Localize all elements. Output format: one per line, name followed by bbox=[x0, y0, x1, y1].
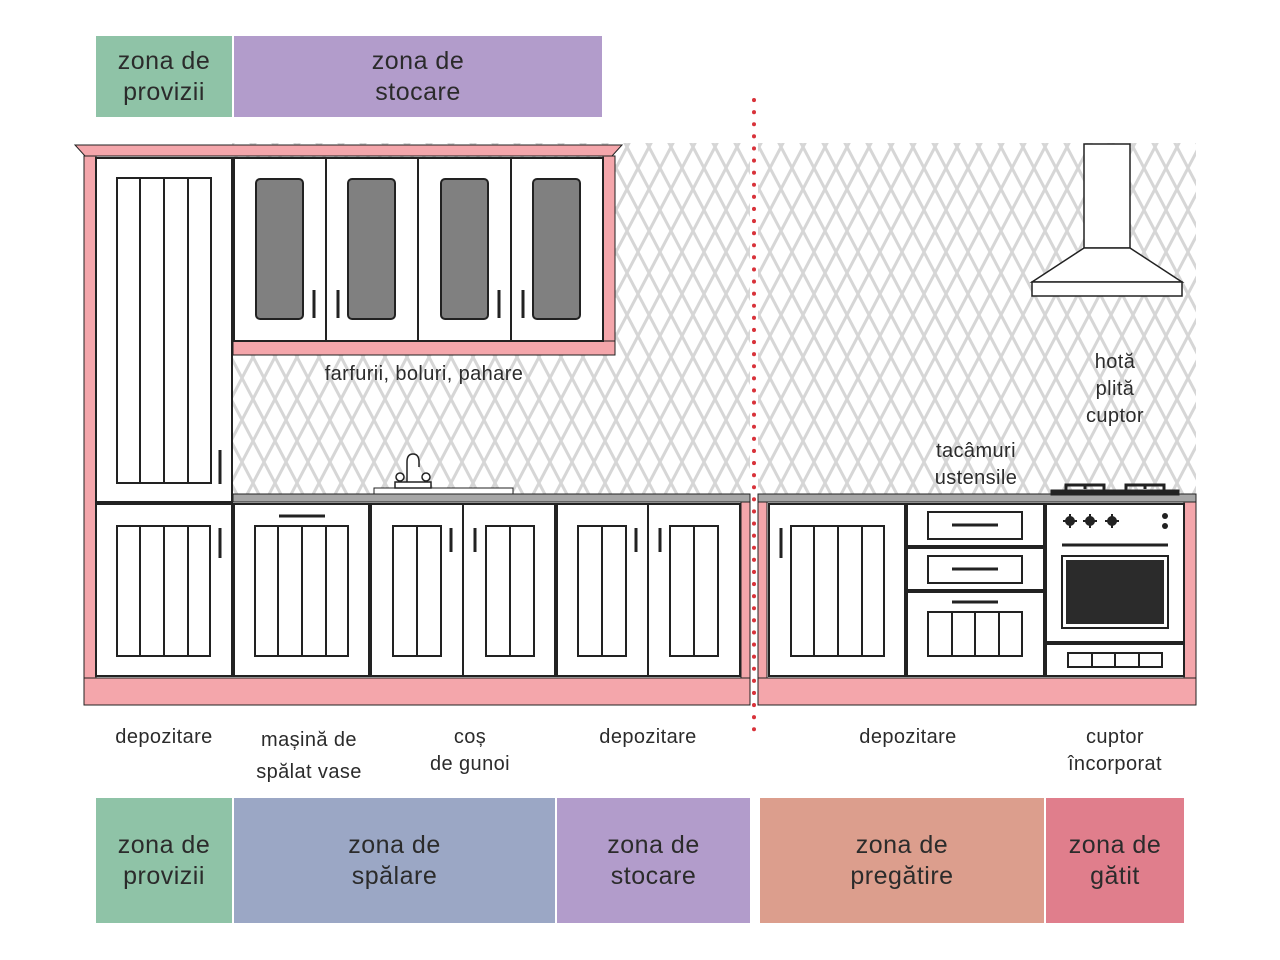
zone-label-line: zona de bbox=[371, 46, 465, 75]
label-line: plită bbox=[1095, 378, 1135, 400]
lower-cabinets-right bbox=[768, 503, 1185, 677]
item-label-dishwasher: mașină de spălat vase bbox=[234, 724, 384, 788]
tall-cabinet-frame-side bbox=[83, 155, 97, 679]
appliance-label: hotă plită cuptor bbox=[1055, 349, 1175, 430]
zone-label-line: provizii bbox=[123, 861, 205, 890]
countertop-left bbox=[232, 493, 751, 503]
item-label-depozitare: depozitare bbox=[96, 724, 232, 751]
zone-label-line: stocare bbox=[375, 77, 461, 106]
lower-cabinets-left bbox=[95, 503, 741, 677]
zone-label-line: stocare bbox=[610, 861, 697, 890]
item-label-depozitare-3: depozitare bbox=[830, 724, 986, 751]
zone-label-line: provizii bbox=[123, 77, 205, 106]
lower-frame-right-edge bbox=[740, 501, 751, 679]
lower-frame-left-edge bbox=[757, 501, 768, 679]
upper-cabinet-label: farfurii, boluri, pahare bbox=[324, 363, 524, 385]
item-label-trash: coș de gunoi bbox=[400, 724, 540, 778]
upper-cabinet-frame-right bbox=[602, 155, 616, 343]
label-line: cuptor bbox=[1086, 726, 1144, 748]
label-line: încorporat bbox=[1067, 753, 1163, 775]
cornice bbox=[73, 144, 624, 157]
drawers-label: tacâmuri ustensile bbox=[906, 438, 1046, 492]
countertop-right bbox=[757, 493, 1197, 503]
label-line: depozitare bbox=[115, 726, 213, 748]
zone-label-line: zona de bbox=[117, 46, 211, 75]
label-line: spălat vase bbox=[256, 761, 362, 783]
zone-label-line: zona de bbox=[607, 830, 700, 859]
zone-label-line: zona de bbox=[348, 830, 441, 859]
label-line: hotă bbox=[1094, 351, 1136, 373]
plinth-left bbox=[83, 677, 751, 706]
label-line: depozitare bbox=[859, 726, 957, 748]
zone-label-line: zona de bbox=[117, 830, 211, 859]
zone-label-line: spălare bbox=[351, 861, 438, 890]
zone-label-line: zona de bbox=[1068, 830, 1162, 859]
cooktop-icon bbox=[1050, 483, 1180, 496]
range-hood-icon bbox=[1029, 143, 1185, 297]
item-label-depozitare-2: depozitare bbox=[570, 724, 726, 751]
zone-label-line: zona de bbox=[855, 830, 949, 859]
sink bbox=[373, 487, 514, 495]
label-line: coș bbox=[453, 726, 487, 748]
label-line: tacâmuri bbox=[936, 440, 1016, 462]
label-line: depozitare bbox=[599, 726, 697, 748]
zone-label-line: gătit bbox=[1090, 861, 1140, 890]
plinth-right bbox=[757, 677, 1197, 706]
item-label-oven: cuptor încorporat bbox=[1046, 724, 1184, 778]
label-line: ustensile bbox=[934, 467, 1018, 489]
upper-cabinet-bottom-shelf bbox=[232, 340, 616, 356]
upper-cabinets bbox=[233, 157, 604, 342]
label-line: cuptor bbox=[1086, 405, 1144, 427]
lower-frame-right-edge-2 bbox=[1183, 501, 1197, 679]
zone-label-line: pregătire bbox=[850, 861, 954, 890]
label-line: mașină de bbox=[261, 729, 357, 751]
faucet-icon bbox=[394, 453, 432, 489]
label-line: de gunoi bbox=[430, 753, 510, 775]
